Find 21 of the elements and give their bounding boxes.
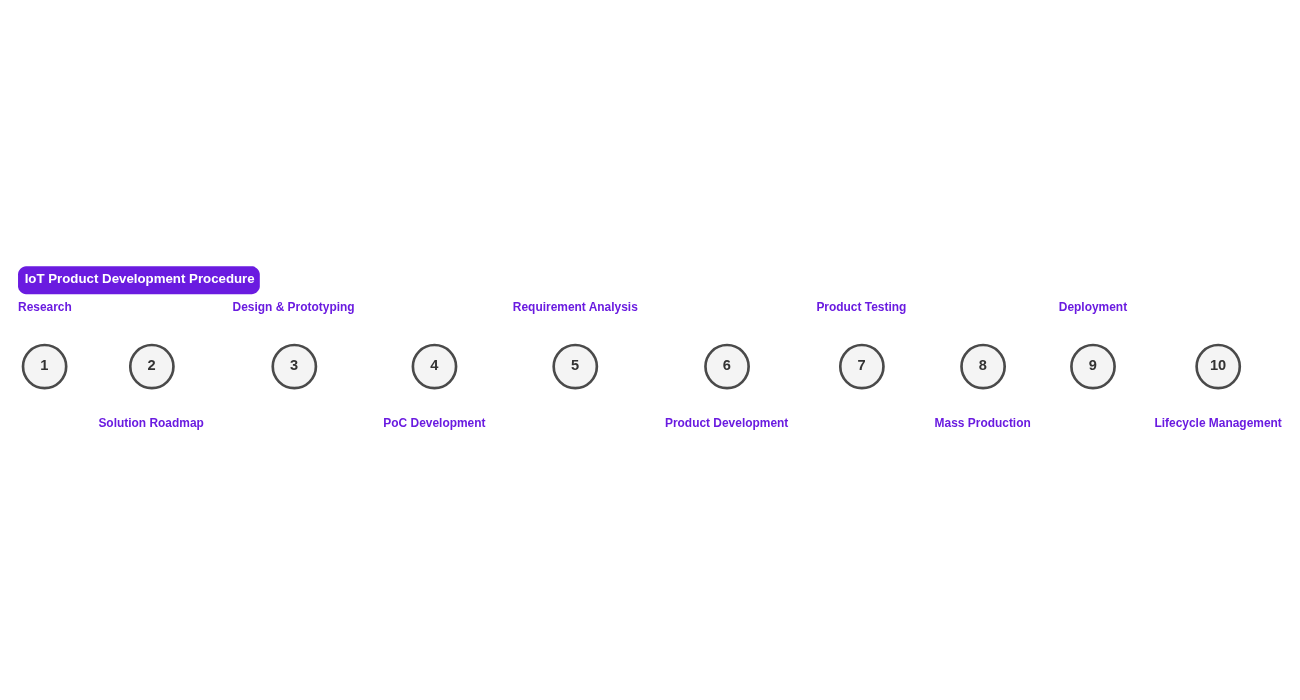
- node-label: PoC Development: [383, 415, 486, 430]
- node-label: Solution Roadmap: [98, 415, 204, 430]
- node-label: Research: [18, 300, 72, 315]
- node-circle: 5: [552, 343, 599, 390]
- node-circle: 9: [1070, 343, 1116, 390]
- node-circle: 10: [1195, 343, 1242, 390]
- node-label: Deployment: [1058, 300, 1128, 315]
- node-label: Requirement Analysis: [512, 300, 638, 315]
- node-circle: 8: [960, 343, 1006, 390]
- node-circle: 4: [411, 343, 458, 390]
- node-label: Mass Production: [934, 415, 1031, 430]
- node-circle: 7: [838, 343, 885, 390]
- node-circle: 2: [128, 343, 175, 390]
- node-label: Lifecycle Management: [1154, 415, 1282, 430]
- node-label: Design & Prototyping: [232, 300, 355, 315]
- node-label: Product Testing: [816, 300, 907, 315]
- node-label: Product Development: [664, 415, 789, 430]
- node-circle: 6: [704, 343, 750, 390]
- node-circle: 1: [21, 343, 68, 390]
- diagram-title: IoT Product Development Procedure: [24, 270, 255, 286]
- node-circle: 3: [271, 343, 318, 390]
